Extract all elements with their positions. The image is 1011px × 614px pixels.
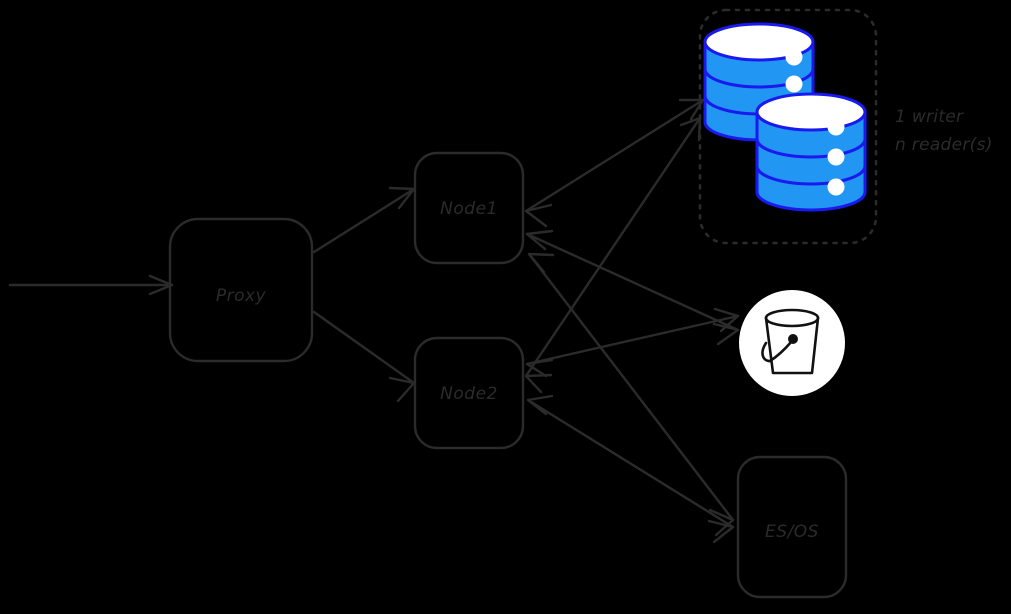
esos-label: ES/OS (765, 522, 819, 542)
annotation-line-2: n reader(s) (895, 135, 993, 155)
node-node1[interactable]: Node1 (413, 151, 525, 265)
proxy-box[interactable] (168, 217, 314, 363)
node1-label: Node1 (440, 199, 498, 219)
edge-node2-to-esos (526, 394, 735, 544)
proxy-label: Proxy (216, 286, 267, 306)
edge-node1-to-bucket (525, 229, 740, 346)
edge-node2-to-bucket (525, 307, 740, 378)
node1-box[interactable] (413, 151, 525, 265)
esos-box[interactable] (736, 455, 848, 599)
annotation-line-1: 1 writer (895, 107, 964, 127)
database-cluster-boundary (698, 8, 878, 245)
edge-node1-to-database (524, 98, 705, 228)
edge-proxy-to-node1 (312, 186, 416, 254)
node-node2[interactable]: Node2 (413, 336, 525, 450)
edge-node1-to-esos (527, 252, 735, 537)
node-esos[interactable]: ES/OS (736, 455, 848, 599)
edge-client-to-proxy (8, 274, 174, 296)
node2-label: Node2 (440, 384, 498, 404)
database-cluster-group[interactable] (698, 8, 878, 245)
bucket-icon[interactable] (739, 290, 845, 396)
bucket-handle-knob (788, 334, 798, 344)
node2-box[interactable] (413, 336, 525, 450)
node-proxy[interactable]: Proxy (168, 217, 314, 363)
db-capacity-annotation: 1 writer n reader(s) (895, 107, 993, 155)
database-cylinder-secondary-icon (755, 92, 867, 212)
edge-proxy-to-node2 (312, 310, 416, 403)
